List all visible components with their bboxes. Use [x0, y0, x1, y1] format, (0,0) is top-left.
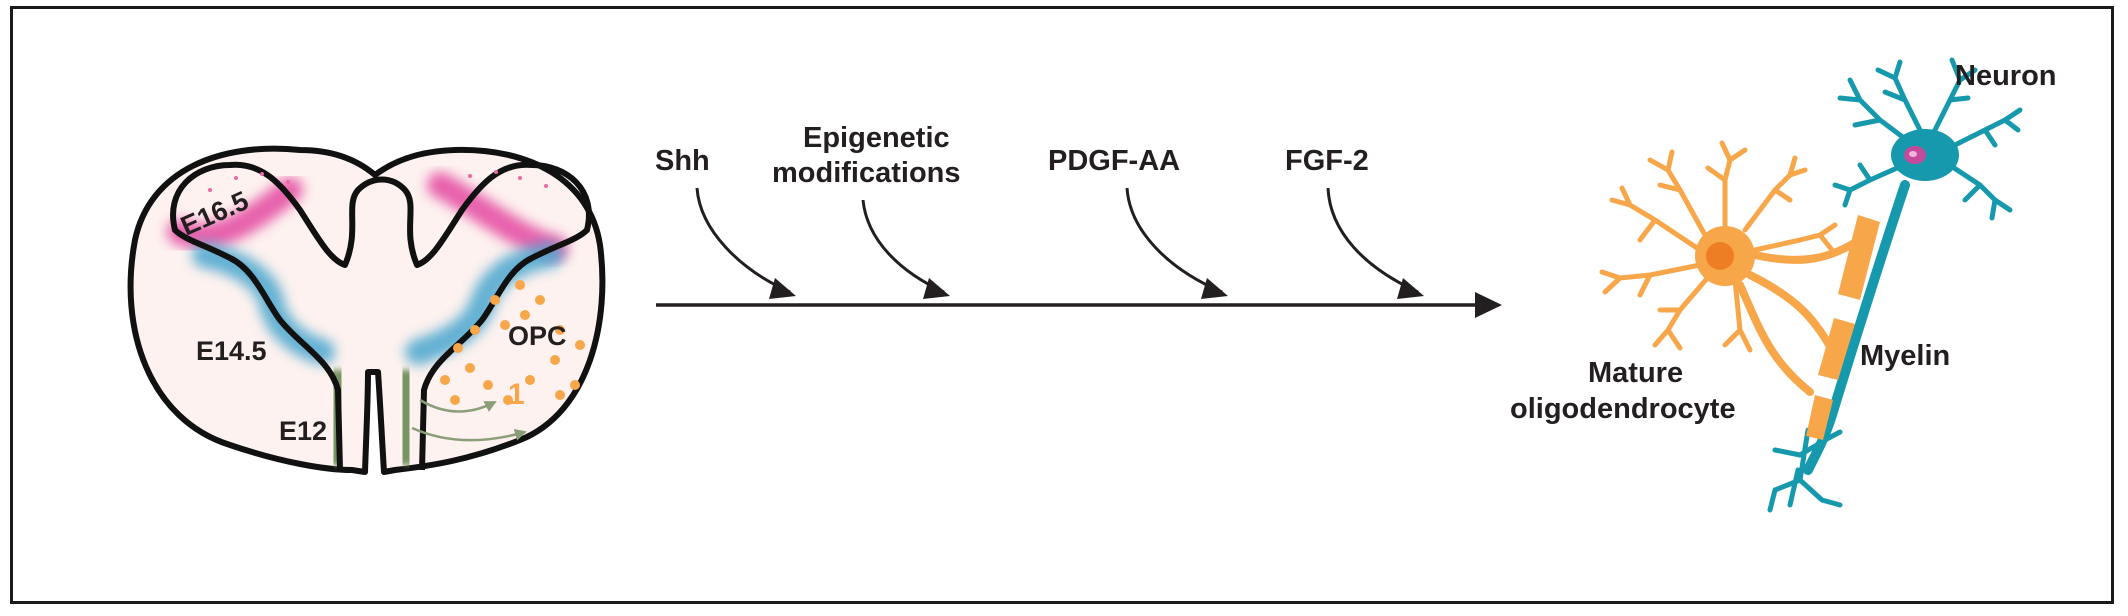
oligodendrocyte-myelin-process-lower	[1736, 281, 1814, 396]
oligodendrocyte-nucleus	[1706, 242, 1734, 270]
ventricle-outline	[170, 161, 592, 471]
myelin-label: Myelin	[1860, 340, 1950, 372]
factor-arrowhead-shh	[769, 278, 796, 299]
factor-arrow-shh	[695, 187, 791, 294]
opc-label: OPC	[508, 321, 567, 351]
oligodendrocyte-label-line1: Mature	[1588, 357, 1683, 389]
factor-label-fgf-2: FGF-2	[1285, 145, 1369, 177]
figure-frame	[10, 6, 2114, 604]
migration-arrow-lower	[411, 426, 527, 442]
timeline: Shh Epigenetic modifications PDGF-AA FGF…	[655, 122, 1502, 318]
oligodendrocyte-processes	[1599, 140, 1838, 353]
cells-illustration: Neuron Myelin Mature oligodendrocyte	[1510, 57, 2057, 513]
factor-arrow-pdgf-aa	[1125, 187, 1223, 294]
neuron-label: Neuron	[1955, 60, 2057, 92]
oligodendrocyte-label-line2: oligodendrocyte	[1510, 393, 1736, 425]
e12-domain-right	[386, 369, 426, 466]
pink-speckles	[208, 170, 548, 192]
myelin-segment-2	[1818, 318, 1855, 380]
marker-one: 1	[508, 378, 525, 411]
e16-5-domain-left	[167, 177, 303, 250]
opc-dots	[440, 280, 585, 405]
factor-label-epigenetic: Epigenetic	[803, 122, 950, 154]
neuron-nucleolus	[1909, 151, 1917, 157]
factor-arrow-fgf-2	[1326, 187, 1419, 294]
neuron-dendrites	[1832, 57, 2023, 221]
factor-arrow-epigenetic	[861, 199, 945, 294]
oligodendrocyte-myelin-process-middle	[1746, 271, 1839, 359]
factor-arrowhead-epigenetic	[923, 278, 950, 299]
spinal-cord-outline	[127, 145, 606, 475]
factor-label-modifications: modifications	[772, 157, 961, 189]
myelin-segment-1	[1838, 215, 1880, 300]
oligodendrocyte	[1599, 140, 1866, 396]
neuron-axon-terminal	[1767, 427, 1843, 513]
timeline-axis-arrowhead	[1475, 292, 1502, 318]
factor-arrowhead-pdgf-aa	[1201, 278, 1228, 299]
myelin-segment-3	[1806, 395, 1833, 440]
stage-label-e12: E12	[279, 416, 327, 446]
neuron-axon	[1803, 180, 1910, 475]
myelin-sheaths	[1806, 215, 1880, 440]
spinal-cord-section: E16.5 E14.5 E12 OPC 1	[127, 145, 606, 475]
factor-label-shh: Shh	[655, 145, 710, 177]
migration-arrow-upper	[419, 398, 497, 413]
neuron	[1767, 57, 2023, 513]
stage-label-e14-5: E14.5	[196, 336, 267, 366]
factor-label-pdgf-aa: PDGF-AA	[1048, 145, 1180, 177]
factor-arrowhead-fgf-2	[1397, 278, 1424, 299]
